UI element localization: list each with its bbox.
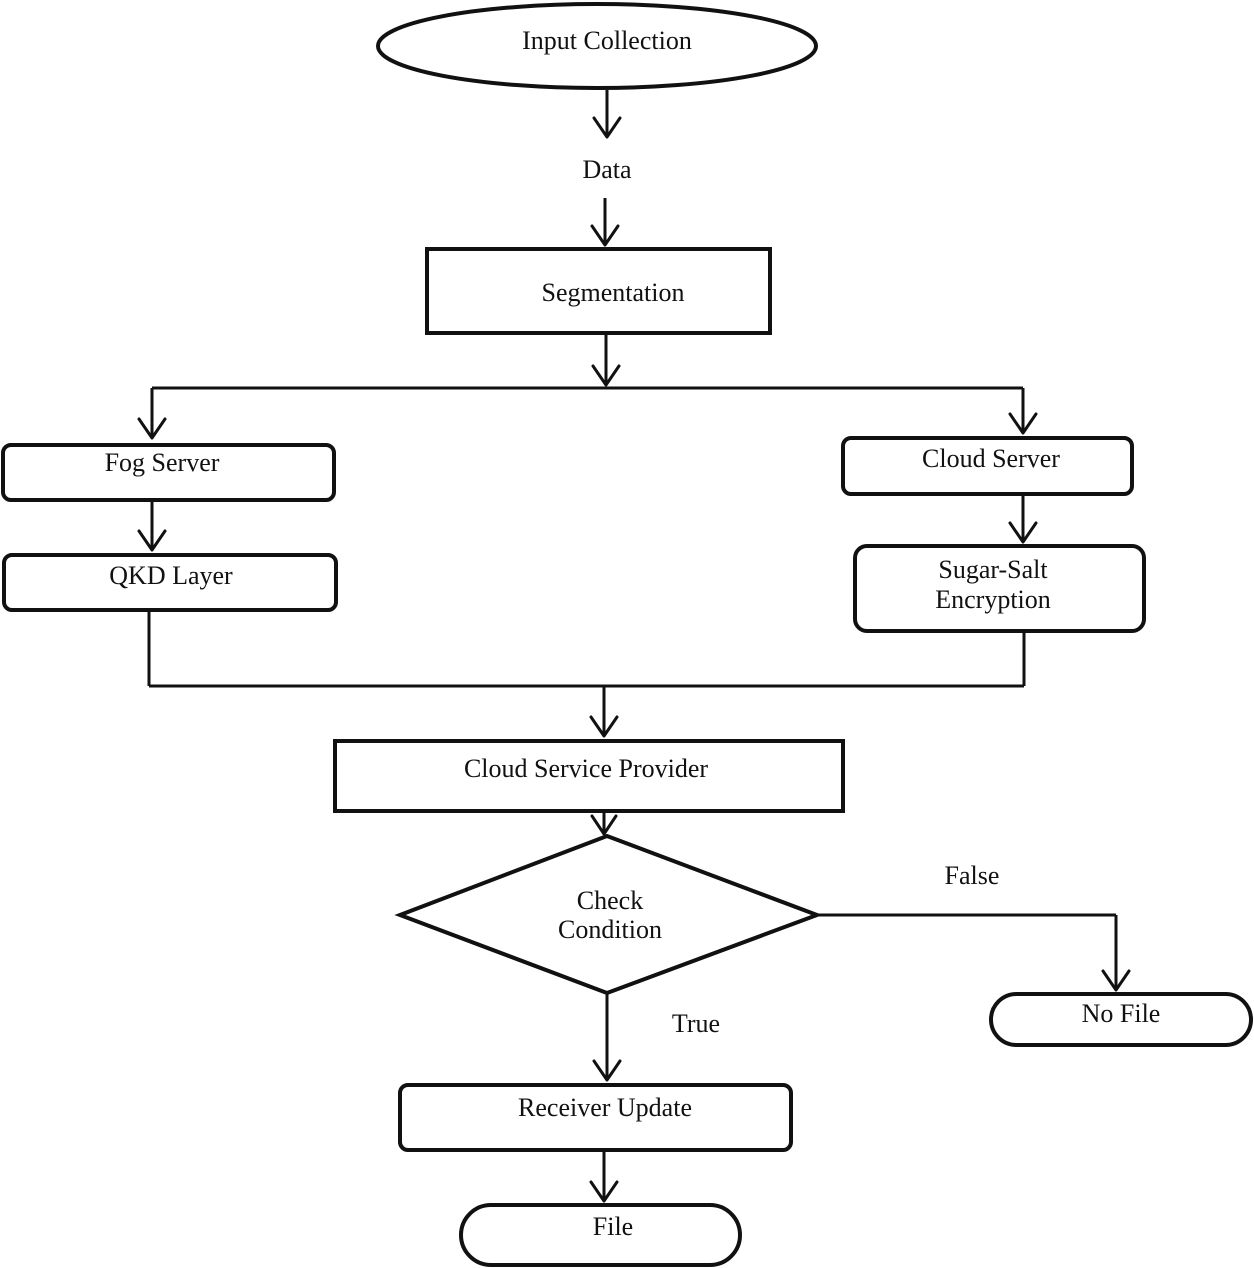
- arrow-to-cloud-server: [1008, 388, 1038, 435]
- cloud-server-label: Cloud Server: [922, 444, 1060, 473]
- segmentation-label: Segmentation: [542, 278, 685, 307]
- false-branch-connector: [817, 913, 1131, 992]
- fog-server-label: Fog Server: [105, 448, 220, 477]
- arrow-input-to-data: [592, 90, 622, 139]
- sugar-salt-label-line1: Sugar-Salt: [938, 555, 1048, 584]
- data-label: Data: [582, 155, 632, 184]
- arrow-to-fog-server: [137, 388, 167, 440]
- arrow-to-cloud-service-provider: [589, 686, 619, 738]
- input-collection-node: Input Collection: [376, 2, 818, 90]
- file-node: File: [459, 1203, 742, 1267]
- arrow-data-to-segmentation: [590, 198, 620, 247]
- merge-connector: [147, 611, 1026, 688]
- true-label: True: [672, 1009, 720, 1038]
- receiver-update-label: Receiver Update: [518, 1093, 692, 1122]
- arrow-fog-to-qkd: [137, 501, 167, 552]
- segmentation-node: Segmentation: [425, 247, 772, 335]
- input-collection-label: Input Collection: [522, 26, 692, 55]
- check-condition-label-line2: Condition: [558, 915, 662, 944]
- true-branch-connector: [592, 993, 622, 1082]
- sugar-salt-label-line2: Encryption: [935, 585, 1051, 614]
- cloud-service-provider-label: Cloud Service Provider: [464, 754, 708, 783]
- cloud-server-node: Cloud Server: [841, 436, 1134, 496]
- false-label: False: [945, 861, 1000, 890]
- arrow-receiver-to-file: [589, 1151, 619, 1203]
- arrow-segmentation-to-split: [591, 334, 621, 387]
- qkd-layer-node: QKD Layer: [2, 553, 338, 612]
- check-condition-node: Check Condition: [394, 833, 823, 996]
- arrow-cloud-to-sugar-salt: [1008, 495, 1038, 544]
- no-file-label: No File: [1082, 999, 1161, 1028]
- no-file-node: No File: [989, 992, 1253, 1047]
- fog-server-node: Fog Server: [1, 443, 336, 502]
- check-condition-label-line1: Check: [577, 886, 643, 915]
- qkd-layer-label: QKD Layer: [109, 561, 233, 590]
- receiver-update-node: Receiver Update: [398, 1083, 793, 1152]
- sugar-salt-encryption-node: Sugar-Salt Encryption: [853, 544, 1146, 633]
- file-label: File: [593, 1212, 633, 1241]
- cloud-service-provider-node: Cloud Service Provider: [333, 739, 845, 813]
- arrow-csp-to-check: [590, 812, 618, 836]
